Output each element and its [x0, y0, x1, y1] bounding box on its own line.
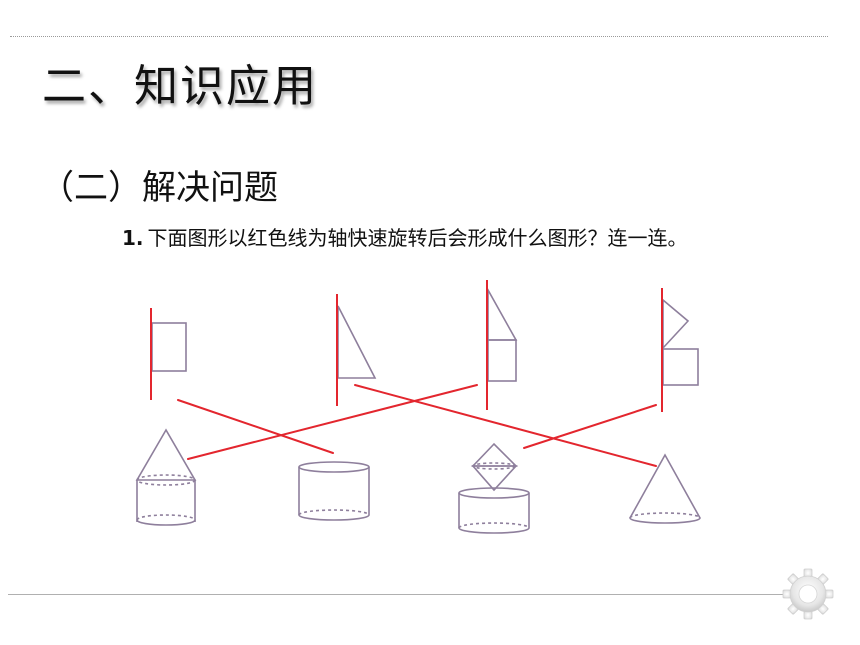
lower-cylinder-base-front [458, 527, 530, 534]
triangle-top-shape [487, 286, 518, 341]
double-cone-middle-ellipse [472, 462, 516, 470]
cone-outline [629, 453, 701, 524]
plane-figure-rectangle [150, 308, 187, 400]
gear-icon [782, 568, 834, 620]
plane-figure-triangle-and-rectangle [661, 288, 699, 412]
cylinder-base-back [298, 509, 370, 516]
rectangle-lower-shape [662, 348, 699, 386]
cylinder-top-ellipse [298, 461, 370, 473]
section-title: （二）解决问题 [40, 168, 278, 208]
triangle-shape [337, 305, 377, 379]
match-line-composite-to-cone-cylinder[interactable] [187, 384, 478, 460]
top-divider [10, 36, 828, 37]
question-text: 下面图形以红色线为轴快速旋转后会形成什么图形？连一连。 [147, 226, 688, 250]
cylinder-base-front [298, 514, 370, 521]
question-1: 1.下面图形以红色线为轴快速旋转后会形成什么图形？连一连。 [122, 222, 688, 251]
cylinder-bottom-back [136, 514, 196, 521]
solid-cylinder [298, 461, 370, 521]
cylinder-bottom-front [136, 519, 196, 526]
solid-cone-on-cylinder [135, 428, 197, 526]
match-line-composite-to-double-cone[interactable] [523, 404, 657, 449]
solid-cone [629, 453, 701, 524]
solid-double-cone-over-cylinder [458, 442, 530, 534]
upper-cone [471, 442, 518, 467]
lower-cylinder-base-back [458, 522, 530, 529]
matching-lines [177, 384, 657, 467]
question-number: 1. [122, 226, 144, 250]
plane-figure-triangle-on-rectangle [486, 280, 518, 410]
triangle-pointer-shape [662, 298, 690, 351]
rectangle-shape [151, 322, 187, 372]
page-title: 二、知识应用 [42, 61, 318, 112]
match-line-rectangle-to-cylinder[interactable] [177, 399, 334, 454]
bottom-divider [8, 594, 786, 595]
plane-figure-right-triangle [336, 294, 377, 406]
rectangle-bottom-shape [487, 339, 517, 382]
cone-base-back [629, 512, 701, 519]
match-line-triangle-to-cone[interactable] [354, 384, 657, 467]
lower-cone [471, 465, 518, 492]
cone-top [135, 428, 197, 481]
